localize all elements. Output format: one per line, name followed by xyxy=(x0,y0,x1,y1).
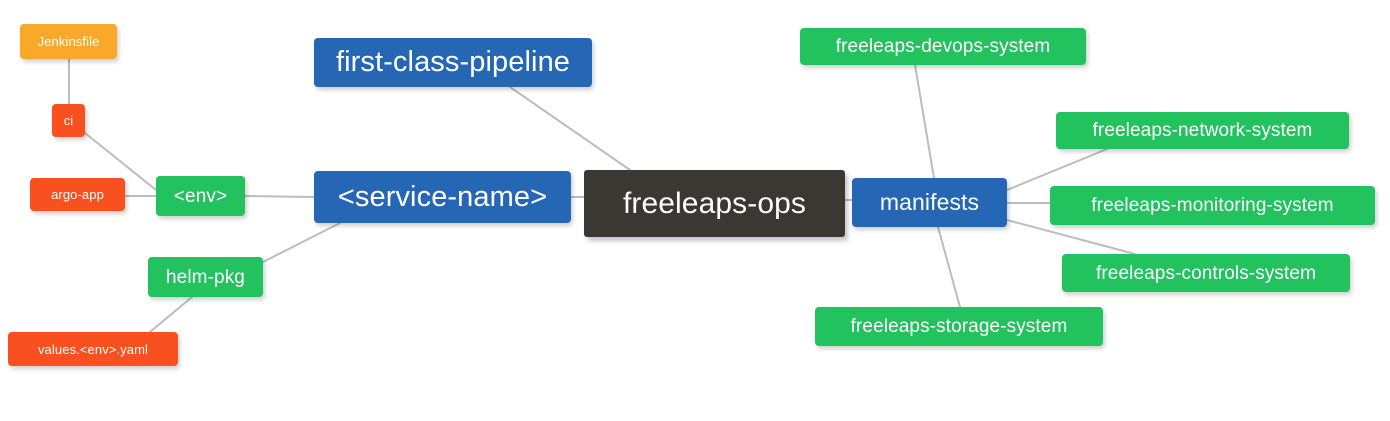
edge-manifests-to-freeleaps-storage-system xyxy=(937,226,961,308)
edge-env-to-service-name xyxy=(244,195,315,198)
node-jenkinsfile[interactable]: Jenkinsfile xyxy=(20,24,117,59)
node-label: freeleaps-monitoring-system xyxy=(1091,195,1334,216)
node-label: freeleaps-controls-system xyxy=(1095,262,1317,284)
edge-manifests-to-freeleaps-controls-system xyxy=(1006,219,1136,255)
node-label: manifests xyxy=(879,189,980,215)
node-argo-app[interactable]: argo-app xyxy=(30,178,125,211)
node-label: first-class-pipeline xyxy=(335,46,571,78)
node-freeleaps-devops-system[interactable]: freeleaps-devops-system xyxy=(800,28,1086,65)
node-freeleaps-monitoring-system[interactable]: freeleaps-monitoring-system xyxy=(1050,186,1375,225)
node-label: helm-pkg xyxy=(166,266,245,288)
node-label: freeleaps-network-system xyxy=(1092,120,1313,141)
node-service-name[interactable]: <service-name> xyxy=(314,171,571,223)
node-freeleaps-ops[interactable]: freeleaps-ops xyxy=(584,170,845,237)
node-label: ci xyxy=(63,113,74,128)
node-freeleaps-network-system[interactable]: freeleaps-network-system xyxy=(1056,112,1349,149)
edge-manifests-to-freeleaps-network-system xyxy=(1006,148,1108,191)
node-label: argo-app xyxy=(51,187,104,202)
node-label: freeleaps-storage-system xyxy=(850,316,1068,337)
edge-first-class-pipeline-to-freeleaps-ops xyxy=(509,86,631,171)
node-ci[interactable]: ci xyxy=(52,104,85,137)
node-label: values.<env>.yaml xyxy=(37,341,149,357)
node-first-class-pipeline[interactable]: first-class-pipeline xyxy=(314,38,592,87)
node-label: freeleaps-ops xyxy=(622,186,807,220)
node-values-yaml[interactable]: values.<env>.yaml xyxy=(8,332,178,366)
node-label: <env> xyxy=(173,185,228,207)
edge-helm-pkg-to-service-name xyxy=(262,222,341,263)
node-label: freeleaps-devops-system xyxy=(835,36,1051,57)
node-label: Jenkinsfile xyxy=(37,34,100,49)
edge-manifests-to-freeleaps-devops-system xyxy=(914,64,935,179)
edge-values-yaml-to-helm-pkg xyxy=(149,296,193,333)
node-env[interactable]: <env> xyxy=(156,176,245,216)
node-label: <service-name> xyxy=(337,180,548,213)
node-freeleaps-storage-system[interactable]: freeleaps-storage-system xyxy=(815,307,1103,346)
node-manifests[interactable]: manifests xyxy=(852,178,1007,227)
node-helm-pkg[interactable]: helm-pkg xyxy=(148,257,263,297)
node-freeleaps-controls-system[interactable]: freeleaps-controls-system xyxy=(1062,254,1350,292)
